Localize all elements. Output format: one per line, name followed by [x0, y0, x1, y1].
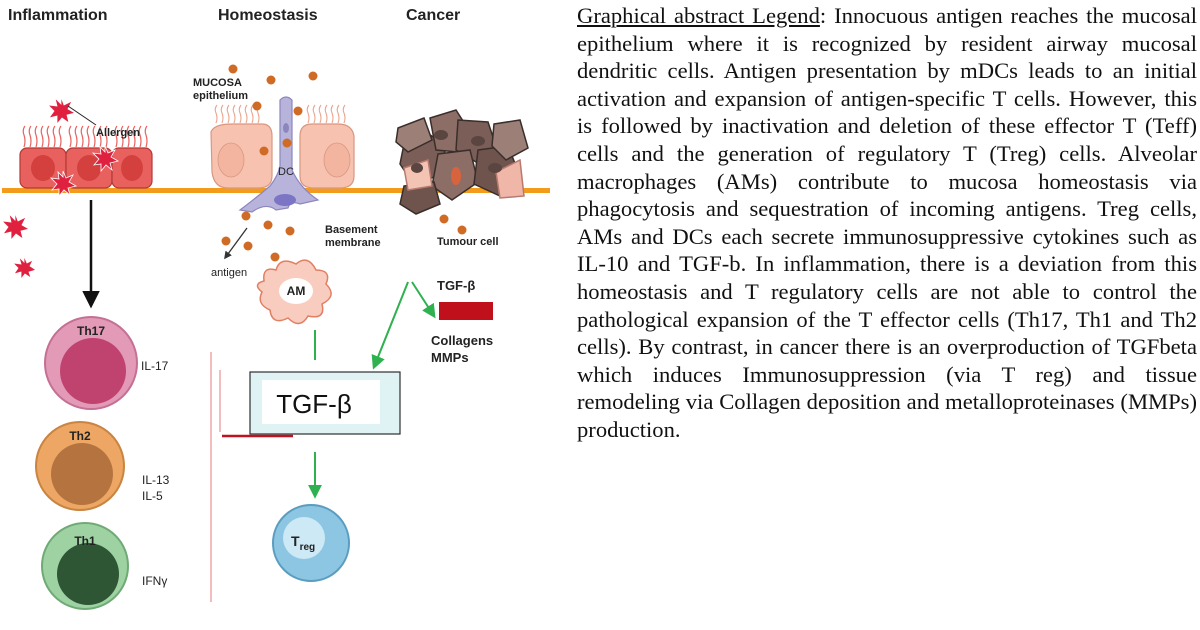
am-label: AM [287, 284, 306, 298]
basement-label-line2: membrane [325, 237, 381, 249]
section-title-cancer: Cancer [406, 7, 460, 24]
mucosa-label-line1: MUCOSA [193, 77, 242, 89]
tumour-cell-cluster [395, 109, 529, 215]
graphical-abstract-figure: Inflammation Homeostasis Cancer [0, 7, 550, 610]
legend-body: : Innocuous antigen reaches the mucosal … [577, 3, 1197, 442]
th2-label: Th2 [69, 429, 91, 443]
section-title-homeostasis: Homeostasis [218, 7, 318, 24]
svg-text:Treg: Treg [291, 533, 315, 553]
th1-label: Th1 [74, 534, 96, 548]
inflamed-epithelial-cells [19, 125, 153, 189]
basement-label-line1: Basement [325, 224, 378, 236]
treg-cell: Treg [272, 504, 350, 582]
cancer-to-tgfb-arrow [371, 281, 409, 370]
th17-cell: Th17 [44, 316, 138, 410]
section-title-inflammation: Inflammation [8, 7, 108, 24]
tumour-cell-label: Tumour cell [437, 236, 499, 248]
collagen-bar [439, 302, 493, 320]
dc-label: DC [278, 166, 294, 178]
allergen-pointer-line [67, 105, 97, 126]
antigen-label: antigen [211, 267, 247, 279]
th2-cell: Th2 [35, 421, 125, 511]
th17-cytokine: IL-17 [141, 359, 169, 373]
collagens-label: Collagens [431, 333, 493, 348]
antigen-particles [221, 64, 318, 262]
treg-label: T [291, 533, 300, 549]
allergen-label: Allergen [96, 127, 140, 139]
th2-cytokine-il13: IL-13 [142, 473, 170, 487]
th2-cytokine-il5: IL-5 [142, 489, 163, 503]
legend-panel: Graphical abstract Legend: Innocuous ant… [577, 2, 1197, 444]
mucosa-label-line2: epithelium [193, 90, 248, 102]
th17-label: Th17 [77, 324, 105, 338]
dendritic-cell [238, 96, 320, 213]
treg-label-subscript: reg [300, 542, 316, 553]
tgfb-box: TGF-β [249, 371, 401, 435]
th1-cytokine: IFNγ [142, 574, 167, 588]
tgfb-box-label: TGF-β [276, 389, 352, 419]
cancer-to-collagen-arrow [411, 281, 436, 319]
th1-cell: Th1 [41, 522, 129, 610]
cancer-tgfb-label: TGF-β [437, 278, 475, 293]
mucosal-epithelial-cells [210, 104, 355, 189]
allergen-particles [0, 96, 120, 281]
mmps-label: MMPs [431, 350, 469, 365]
cancer-antigen-particles [439, 214, 467, 235]
antigen-pointer-arrow [224, 227, 248, 260]
alveolar-macrophage: AM [256, 259, 332, 325]
legend-title: Graphical abstract Legend [577, 3, 820, 28]
